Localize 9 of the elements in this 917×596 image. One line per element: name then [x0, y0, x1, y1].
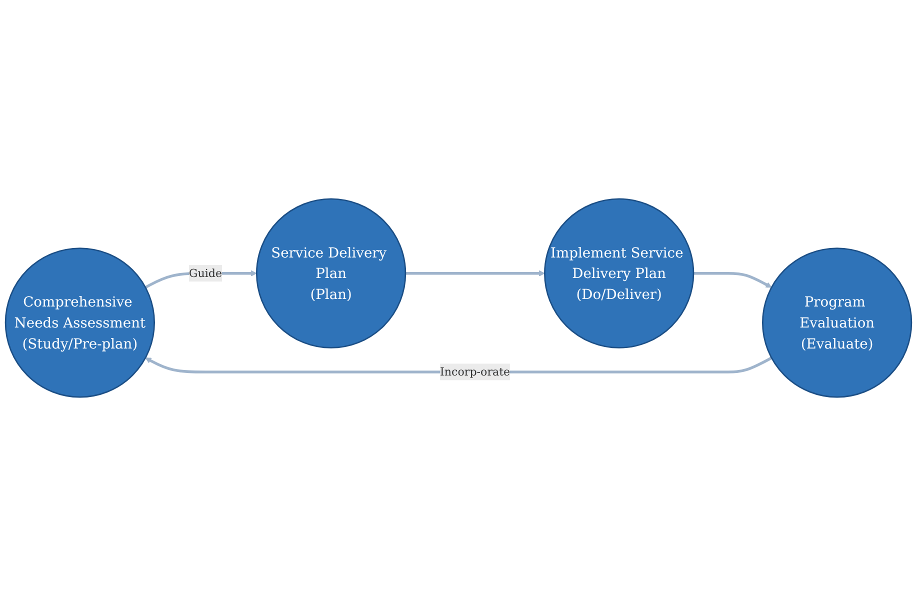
- arrow: [145, 356, 772, 374]
- node-circle: Comprehensive Needs Assessment (Study/Pre-plan): [4, 248, 155, 398]
- arrow: [693, 272, 772, 288]
- node-circle: Program Evaluation (Evaluate): [762, 248, 912, 398]
- node-circle: Service Delivery Plan (Plan): [256, 198, 406, 348]
- arrow: [405, 270, 545, 276]
- edge-label: Incorp-orate: [440, 365, 510, 378]
- node-circle: Implement Service Delivery Plan (Do/Deliver): [544, 198, 694, 348]
- edge-label: Guide: [188, 266, 222, 280]
